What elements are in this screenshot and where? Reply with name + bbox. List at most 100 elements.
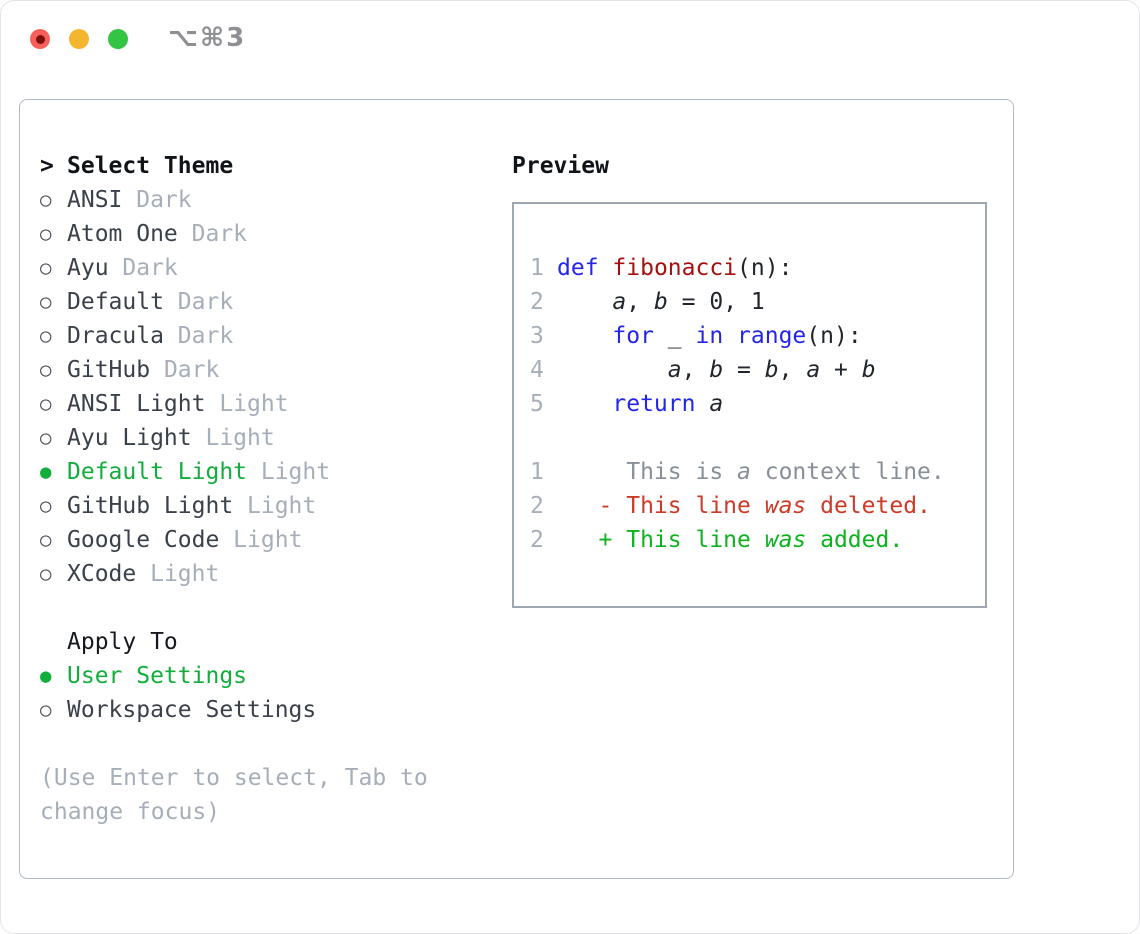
- zoom-button[interactable]: [108, 29, 128, 49]
- radio-icon: ○: [40, 699, 52, 721]
- apply-option-name: Workspace Settings: [67, 697, 317, 723]
- code-token: a: [737, 459, 751, 485]
- theme-option-name: Ayu Light: [67, 425, 192, 451]
- code-token: [557, 391, 612, 417]
- code-line: 2 a, b = 0, 1: [530, 285, 985, 319]
- code-line: 5 return a: [530, 387, 985, 421]
- code-line: 4 a, b = b, a + b: [530, 353, 985, 387]
- theme-option-name: Atom One: [67, 221, 178, 247]
- code-token: This is: [557, 459, 738, 485]
- theme-option-variant: Dark: [177, 221, 248, 247]
- line-number: 2: [530, 527, 544, 553]
- theme-option-ayu-dark[interactable]: ○Ayu Dark: [40, 251, 490, 285]
- apply-option-workspace-settings[interactable]: ○ Workspace Settings: [40, 693, 490, 727]
- theme-option-name: Default Light: [67, 459, 248, 485]
- unsaved-dot-icon: [35, 34, 45, 44]
- code-token: range: [737, 323, 807, 349]
- theme-option-xcode-light[interactable]: ○XCode Light: [40, 557, 490, 591]
- apply-to-indent: [40, 625, 67, 659]
- code-token: b: [709, 357, 724, 383]
- theme-option-variant: Dark: [163, 323, 234, 349]
- theme-option-google-code-light[interactable]: ○Google Code Light: [40, 523, 490, 557]
- theme-option-github-light-light[interactable]: ○GitHub Light Light: [40, 489, 490, 523]
- code-token: ,: [626, 289, 654, 315]
- theme-option-name: ANSI Light: [67, 391, 206, 417]
- theme-picker-column: > Select Theme ○ ANSI Dark ○ Atom One Dark ○ A…: [40, 149, 490, 829]
- code-token: _: [653, 323, 696, 349]
- code-token: was: [764, 527, 807, 553]
- theme-option-ansi-dark[interactable]: ○ ANSI Dark: [40, 183, 490, 217]
- theme-option-name: GitHub: [67, 357, 151, 383]
- traffic-lights: [30, 29, 128, 49]
- code-line: 2 + This line was added.: [530, 523, 985, 557]
- apply-to-title: Apply To: [67, 629, 178, 655]
- line-number: 4: [530, 357, 544, 383]
- theme-option-default-dark[interactable]: ○Default Dark: [40, 285, 490, 319]
- code-token: = 0, 1: [667, 289, 765, 315]
- code-token: a: [667, 357, 682, 383]
- line-number: 5: [530, 391, 544, 417]
- radio-icon: ○: [40, 223, 52, 245]
- code-token: for: [612, 323, 654, 349]
- theme-select-dialog: > Select Theme ○ ANSI Dark ○ Atom One Dark ○ A…: [19, 99, 1014, 879]
- theme-option-variant: Light: [233, 493, 317, 519]
- code-token: [599, 255, 613, 281]
- theme-option-variant: Light: [205, 391, 289, 417]
- radio-icon: ○: [40, 393, 52, 415]
- code-token: fibonacci: [612, 255, 738, 281]
- apply-option-name: User Settings: [67, 663, 248, 689]
- theme-list: ○ANSI Dark○Atom One Dark○Ayu Dark○Defaul…: [40, 183, 490, 591]
- code-token: + This line: [557, 527, 765, 553]
- radio-icon: ○: [40, 427, 52, 449]
- titlebar: ⌥⌘3: [1, 1, 1139, 77]
- theme-option-variant: Light: [191, 425, 275, 451]
- theme-option-variant: Light: [219, 527, 303, 553]
- theme-option-github-dark[interactable]: ○GitHub Dark: [40, 353, 490, 387]
- minimize-button[interactable]: [69, 29, 89, 49]
- theme-option-name: ANSI: [67, 187, 123, 213]
- theme-option-ansi-light-light[interactable]: ○ ANSI Light Light: [40, 387, 490, 421]
- code-line: 2 - This line was deleted.: [530, 489, 985, 523]
- radio-icon: ○: [40, 529, 52, 551]
- cursor-arrow-icon: >: [40, 153, 54, 179]
- code-token: b: [653, 289, 668, 315]
- code-token: =: [723, 357, 765, 383]
- select-theme-title: Select Theme: [67, 153, 234, 179]
- radio-icon: ○: [40, 257, 52, 279]
- line-number: 1: [530, 459, 544, 485]
- code-token: deleted.: [806, 493, 931, 519]
- theme-option-name: Ayu: [67, 255, 109, 281]
- theme-option-name: Default: [67, 289, 164, 315]
- theme-option-variant: Dark: [150, 357, 220, 383]
- code-token: added.: [806, 527, 904, 553]
- theme-option-ayu-light-light[interactable]: ○ Ayu Light Light: [40, 421, 490, 455]
- close-button[interactable]: [30, 29, 50, 49]
- line-number: 1: [530, 255, 544, 281]
- code-line: 1 This is a context line.: [530, 455, 985, 489]
- theme-option-atom-one-dark[interactable]: ○ Atom One Dark: [40, 217, 490, 251]
- code-token: [557, 357, 668, 383]
- code-token: +: [820, 357, 862, 383]
- code-line: 1 def fibonacci(n):: [530, 251, 985, 285]
- code-token: [723, 323, 737, 349]
- theme-option-dracula-dark[interactable]: ○Dracula Dark: [40, 319, 490, 353]
- apply-to-header: Apply To: [40, 625, 490, 659]
- radio-icon: ○: [40, 189, 52, 211]
- code-token: ,: [681, 357, 710, 383]
- theme-option-name: GitHub Light: [67, 493, 234, 519]
- code-token: (n):: [737, 255, 793, 281]
- code-token: def: [557, 255, 599, 281]
- select-theme-header: > Select Theme: [40, 149, 490, 183]
- code-token: b: [861, 357, 876, 383]
- apply-option-user-settings[interactable]: ●User Settings: [40, 659, 490, 693]
- code-token: a: [806, 357, 821, 383]
- theme-option-variant: Dark: [163, 289, 234, 315]
- theme-option-variant: Light: [247, 459, 331, 485]
- theme-option-default-light-light[interactable]: ●Default Light Light: [40, 455, 490, 489]
- code-token: in: [695, 323, 724, 349]
- theme-option-variant: Dark: [122, 187, 192, 213]
- radio-icon: ○: [40, 325, 52, 347]
- code-token: [695, 391, 709, 417]
